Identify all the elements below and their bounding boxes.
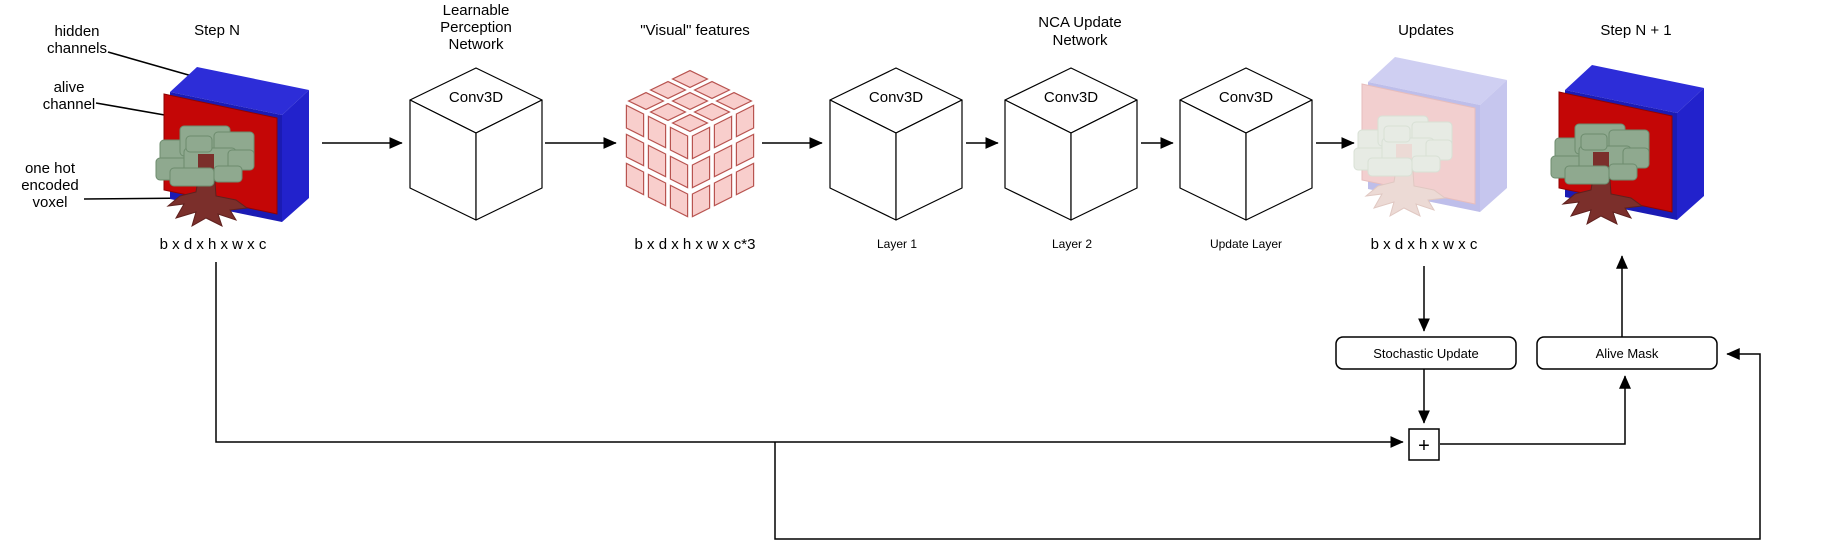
step-n-visualization [156,67,309,226]
svg-text:voxel: voxel [32,194,67,211]
step-n-title: Step N [194,22,240,39]
svg-text:Learnable: Learnable [443,2,510,19]
plus-box [1408,428,1440,461]
layer1-label: Layer 1 [877,237,917,251]
voxel-cell [691,184,711,218]
voxel-cell [647,173,667,207]
plus-label: + [1418,435,1430,457]
voxel-cell [647,115,667,149]
alive-mask-box [1536,336,1718,370]
conv3d-label: Conv3D [1044,89,1098,106]
voxel-cell [671,113,709,132]
svg-text:channels: channels [47,40,107,57]
voxel-cell [669,126,689,160]
layer2-label: Layer 2 [1052,237,1092,251]
conv3d-label: Conv3D [869,89,923,106]
update-layer-conv3d-cube: Conv3D [1179,67,1313,221]
svg-text:Perception: Perception [440,19,512,36]
conv3d-label: Conv3D [1219,89,1273,106]
svg-text:channel: channel [43,96,96,113]
voxel-cell [735,133,755,167]
layer2-conv3d-cube: Conv3D [1004,67,1138,221]
voxel-cell [671,69,709,89]
svg-text:Network: Network [1052,32,1108,49]
step-n-plus-1-visualization [1551,65,1704,224]
visual-features-title: "Visual" features [640,22,750,39]
alive-channel-leader-line [95,102,177,118]
voxel-cell [713,115,733,149]
voxel-cell [713,173,733,207]
perception-network-title: Learnable Perception Network [440,2,512,53]
residual-wire-stepn-to-plus [215,262,1404,448]
voxel-cell [693,102,731,122]
alive-mask-node: Alive Mask [1536,336,1718,370]
stochastic-update-label: Stochastic Update [1373,346,1479,361]
svg-text:hidden: hidden [54,23,99,40]
updates-visualization [1354,57,1507,216]
plus-node: + [1408,428,1440,461]
voxel-cell [671,91,709,111]
voxel-cell [735,104,755,138]
voxel-cell [691,155,711,189]
voxel-cell [715,91,753,111]
wire-plus-to-alive-mask [1440,375,1631,445]
svg-text:NCA Update: NCA Update [1038,14,1121,31]
voxel-cell [625,133,645,167]
updates-dims-label: b x d x h x w x c [1371,236,1478,253]
update-layer-label: Update Layer [1210,237,1282,251]
visual-features-cube [625,69,755,218]
voxel-cell [735,162,755,196]
voxel-cell [691,126,711,160]
svg-text:alive: alive [54,79,85,96]
voxel-cell [669,184,689,218]
alive-mask-label: Alive Mask [1596,346,1659,361]
input-dims-label: b x d x h x w x c [160,236,267,253]
layer1-conv3d-cube: Conv3D [829,67,963,221]
feedback-wire-to-alive-mask [774,348,1761,540]
stochastic-update-box [1335,336,1517,370]
hidden-channels-annotation: hidden channels [47,23,200,79]
svg-text:encoded: encoded [21,177,79,194]
voxel-cell [669,155,689,189]
voxel-cell [693,80,731,100]
voxel-cell [627,91,665,111]
alive-channel-annotation: alive channel [43,79,177,118]
updates-title: Updates [1398,22,1454,39]
one-hot-voxel-annotation: one hot encoded voxel [21,160,199,211]
voxel-cell [649,102,687,122]
step-n-plus-1-title: Step N + 1 [1600,22,1671,39]
svg-text:Network: Network [448,36,504,53]
conv3d-label: Conv3D [449,89,503,106]
voxel-cell [625,104,645,138]
voxel-cell [649,80,687,100]
svg-text:one hot: one hot [25,160,76,177]
visual-dims-label: b x d x h x w x c*3 [635,236,756,253]
nca-update-network-title: NCA Update Network [1038,14,1121,49]
hidden-channels-leader-line [107,51,200,79]
perception-conv3d-cube: Conv3D [409,67,543,221]
voxel-cell [647,144,667,178]
voxel-cell [625,162,645,196]
voxel-cell [713,144,733,178]
stochastic-update-node: Stochastic Update [1335,336,1517,370]
